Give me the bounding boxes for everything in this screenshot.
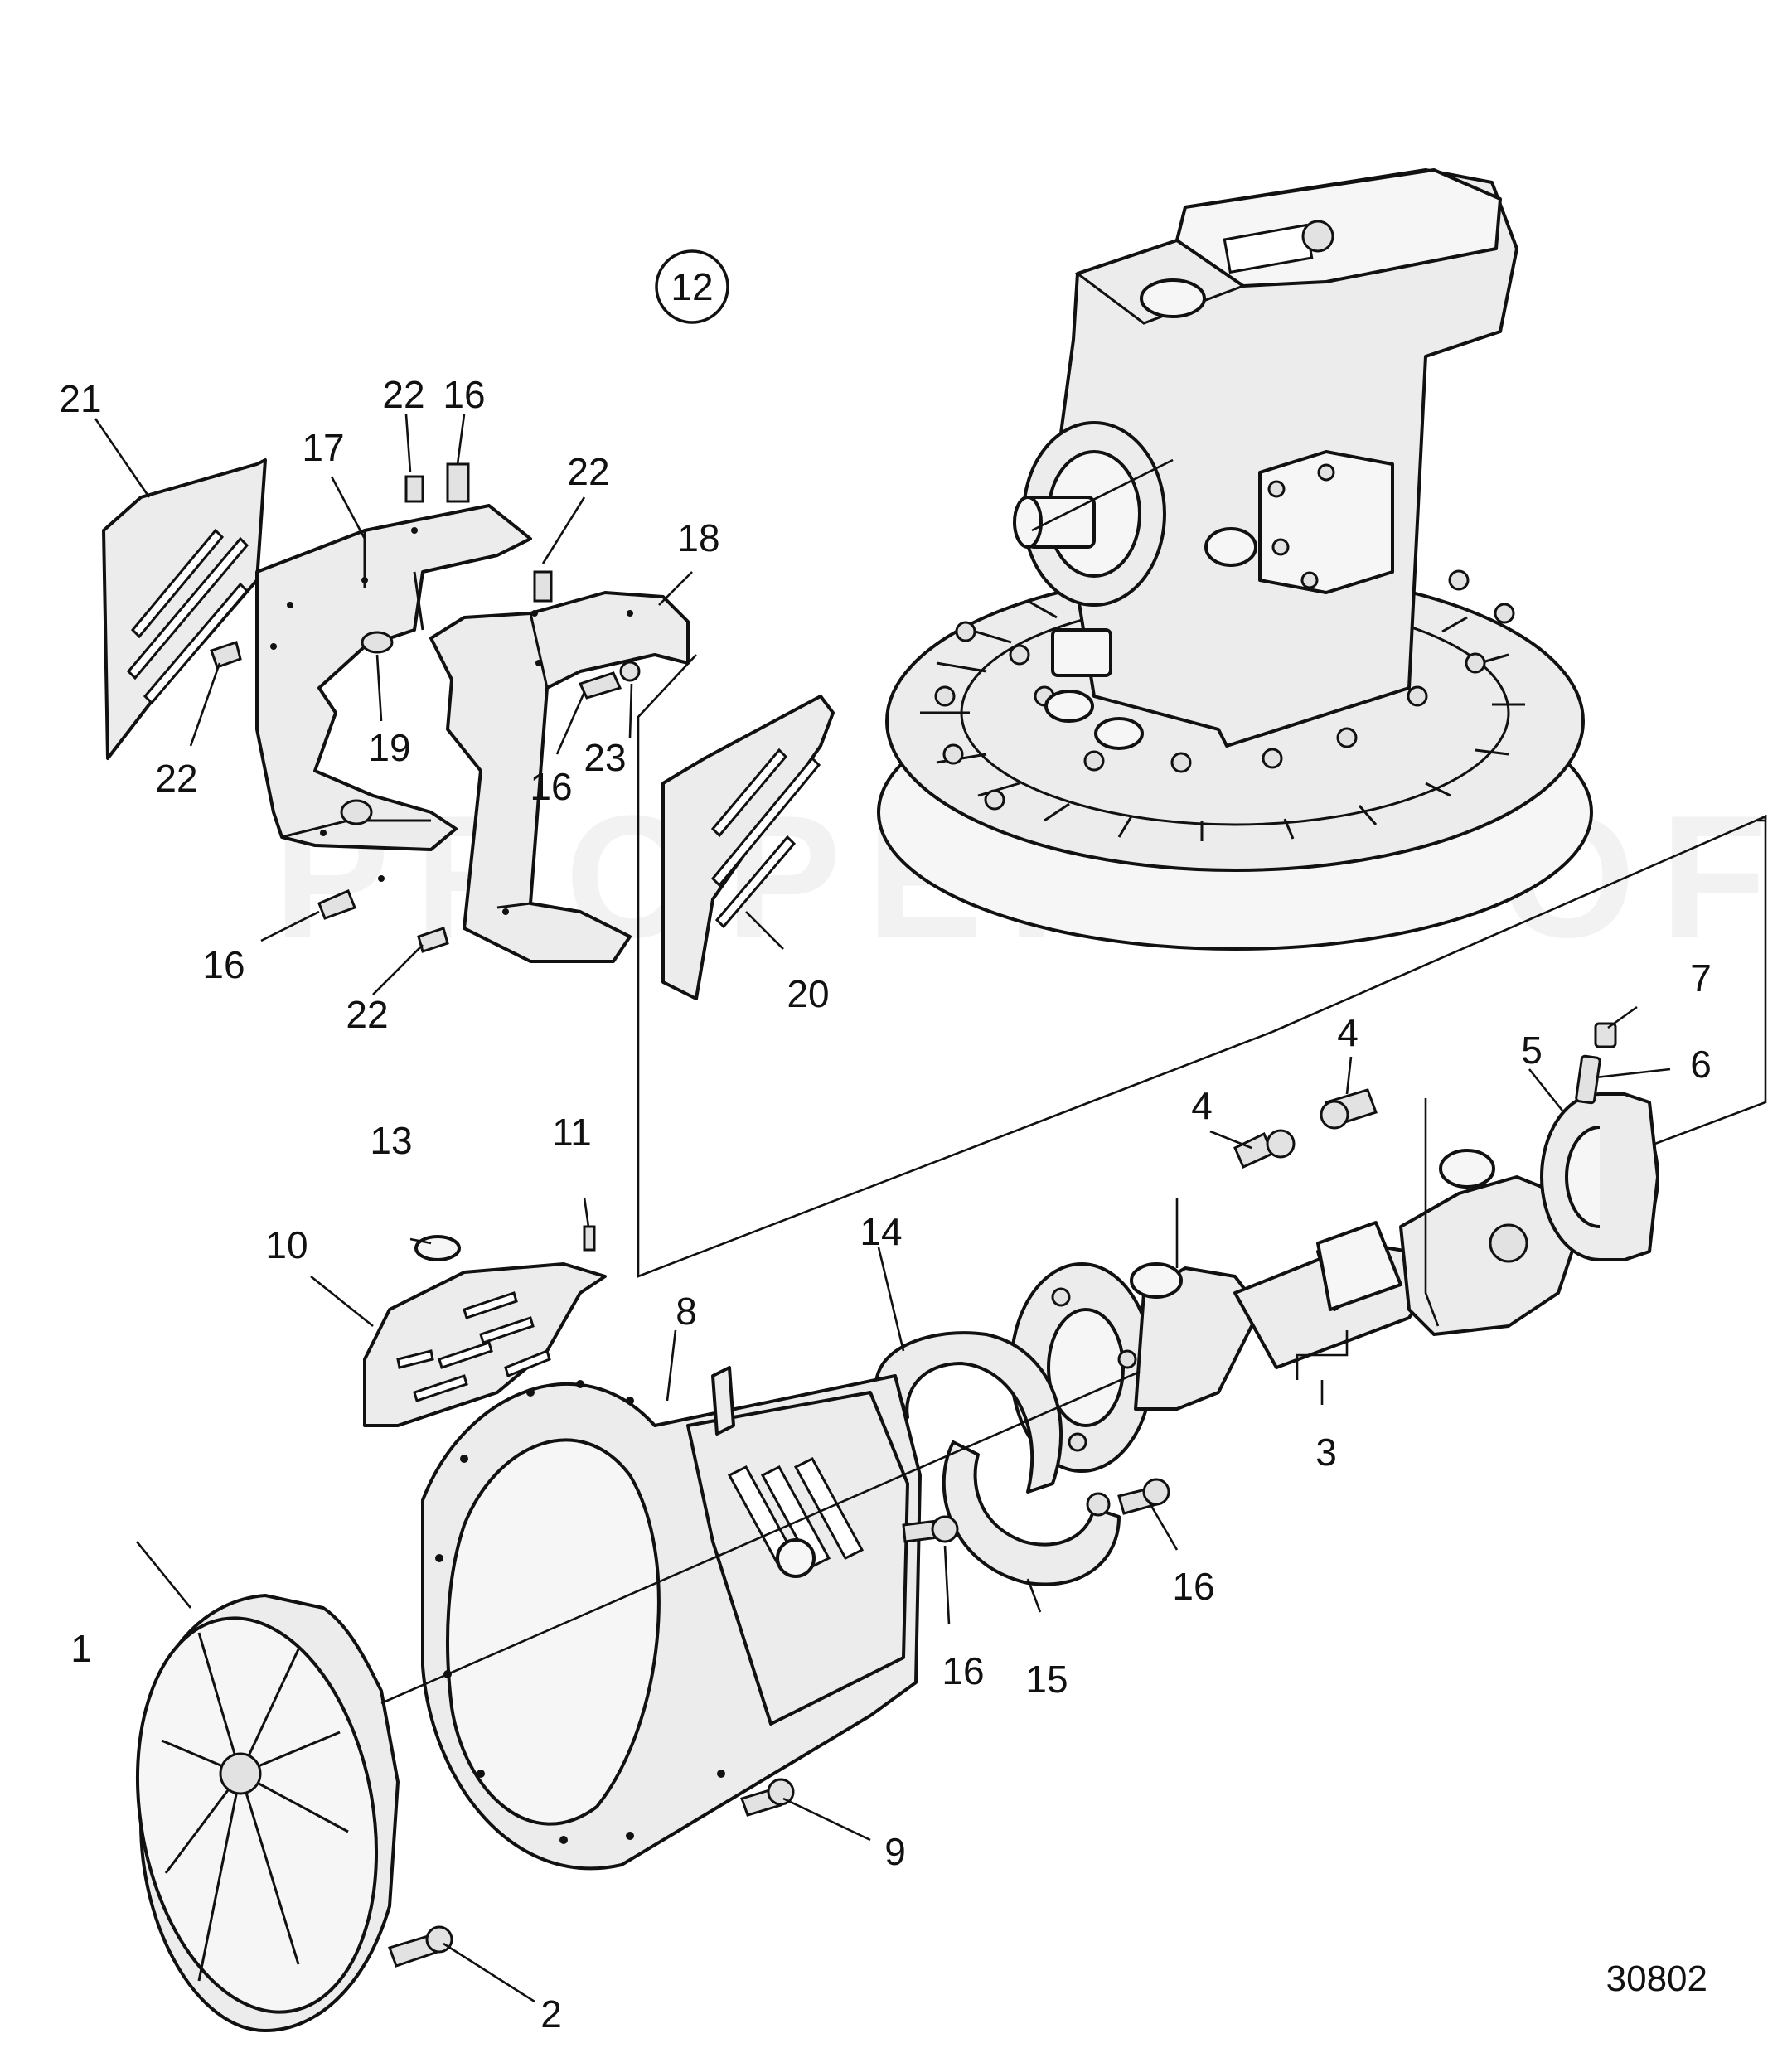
guide-line-left [637, 654, 1273, 1278]
plate-20-slots [710, 748, 821, 929]
guide-line-top [1031, 458, 1174, 532]
end-cover-1-hub [219, 1752, 262, 1795]
gearbox-oil-cap [1301, 220, 1334, 253]
group-callout-12: 12 [655, 249, 729, 324]
cover-10-slots [396, 1291, 551, 1402]
callout-22-bottom: 22 [346, 993, 388, 1036]
bell-housing-logo [776, 1538, 816, 1578]
bolt-4-right-head [1320, 1100, 1349, 1130]
transmission-assembly [877, 168, 1593, 951]
assembly-guide-lines [637, 458, 1767, 1278]
callout-16-clamp: 16 [1172, 1565, 1214, 1608]
bracket-18-edges [496, 612, 549, 909]
driveshaft-yoke-left [1134, 1266, 1262, 1411]
callout-20: 20 [787, 972, 829, 1015]
gearbox-shaft-end [1013, 496, 1043, 549]
callout-6: 6 [1690, 1043, 1712, 1086]
callout-19: 19 [368, 726, 410, 769]
callout-18: 18 [677, 516, 719, 559]
bolt-16-clamp-head [1142, 1478, 1170, 1506]
valve-block-bolts [1267, 463, 1335, 589]
gearbox-top-handle [1074, 239, 1247, 325]
callout-15: 15 [1025, 1658, 1068, 1701]
bolt-4-left-head [1266, 1129, 1296, 1159]
callout-3: 3 [1315, 1431, 1337, 1474]
callout-17: 17 [302, 426, 344, 469]
flywheel-hole [1044, 690, 1094, 723]
driveshaft-yoke-right [1399, 1175, 1576, 1336]
gearbox-sensor [1051, 628, 1112, 677]
bracket-17 [255, 504, 532, 851]
callout-9: 9 [884, 1830, 906, 1873]
figure-number: 30802 [1606, 1958, 1707, 1999]
callout-10: 10 [265, 1223, 308, 1266]
leader-lines [94, 414, 1671, 2003]
guide-line-drive [1632, 821, 1767, 1154]
end-cover-1-ribs [161, 1632, 349, 1982]
callout-2: 2 [540, 1992, 562, 2036]
callout-14: 14 [860, 1210, 902, 1253]
bolt-16-bell-head [931, 1515, 959, 1543]
plate-21-slots [126, 528, 249, 705]
bolt-4-left [1233, 1131, 1274, 1169]
bolt-2-head [425, 1925, 453, 1954]
callout-13: 13 [370, 1119, 412, 1162]
gearbox-dipstick-boss [1140, 278, 1206, 318]
end-cover-1-face [135, 1616, 379, 2014]
callout-16-left: 16 [202, 943, 245, 986]
callout-23: 23 [584, 736, 626, 779]
yoke-bearing-cap [1489, 1223, 1528, 1263]
yoke-cap-right [1439, 1149, 1495, 1189]
callout-5: 5 [1521, 1029, 1543, 1072]
bell-housing-boss [711, 1366, 735, 1436]
callout-16-mid: 16 [530, 765, 572, 808]
plug-13 [414, 1235, 461, 1261]
screw-6 [1575, 1054, 1601, 1105]
callout-4-left: 4 [1191, 1084, 1213, 1127]
group-callout-label: 12 [671, 265, 713, 308]
screw-11 [583, 1225, 596, 1252]
callout-22-top: 22 [382, 373, 424, 416]
callout-4-right: 4 [1337, 1011, 1359, 1054]
nut-7 [1594, 1022, 1617, 1048]
gearbox-plug [1204, 527, 1257, 567]
flywheel-bolts [934, 569, 1515, 811]
bolt-4-guide-b [1424, 1098, 1440, 1327]
driveshaft-break-cut [1316, 1221, 1402, 1311]
callout-7: 7 [1690, 956, 1712, 1000]
bracket-bolts [210, 462, 641, 953]
callout-8: 8 [676, 1290, 697, 1333]
driveshaft-assembly [1010, 1022, 1659, 1473]
flywheel-hole-2 [1094, 717, 1144, 750]
bracket-holes [270, 527, 633, 915]
flywheel-fins [920, 599, 1525, 841]
clamp-half-14 [874, 1331, 1063, 1494]
clamp-half-15 [942, 1440, 1121, 1586]
callout-11: 11 [552, 1111, 592, 1154]
callout-1: 1 [70, 1627, 92, 1670]
callout-16-top: 16 [443, 373, 485, 416]
coupling-5-side [1600, 1092, 1659, 1261]
callout-21: 21 [59, 377, 101, 420]
bolt-9-head [767, 1778, 795, 1806]
assembly-center-line [380, 1370, 1141, 1705]
gearbox-valve-block [1258, 450, 1394, 594]
clamp-15-bolt [1086, 1492, 1111, 1517]
callout-22-right: 22 [567, 450, 609, 493]
callout-22-left: 22 [155, 757, 197, 800]
bracket-18 [429, 591, 690, 963]
guide-line-cap [1756, 814, 1767, 822]
callout-16-bell: 16 [942, 1649, 984, 1692]
yoke-cap-left [1130, 1262, 1183, 1299]
